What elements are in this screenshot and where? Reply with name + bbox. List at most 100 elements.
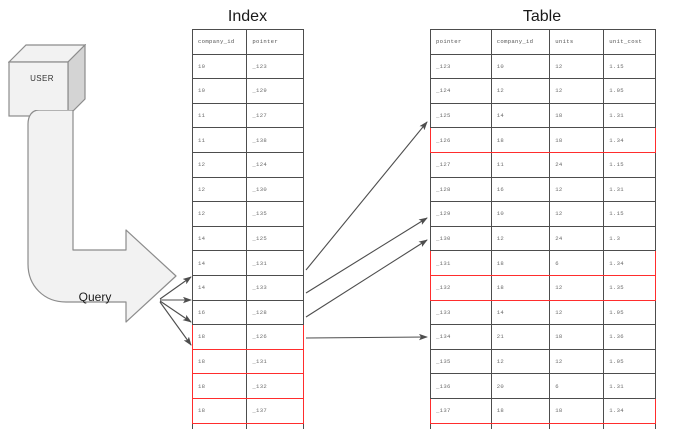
index-title: Index [227,8,268,25]
index-table-row: 12_124 [191,151,304,178]
index-table-row: 18_131 [191,348,304,375]
data-table-cell-unit_cost: 1.36 [603,324,656,350]
data-table-cell-pointer: _124 [430,78,492,104]
index-table-cell-company_id: 18 [191,348,248,375]
index-table-cell-company_id: 18 [191,397,248,424]
index-table-cell-company_id: 11 [191,127,248,153]
query-label: Query [78,290,112,304]
data-table-cell-pointer: _123 [430,53,492,80]
data-table-cell-company_id: 20 [490,373,551,399]
index-table-cell-company_id: 11 [191,102,248,129]
index-table-cell-pointer: _127 [246,102,304,129]
data-table-cell-company_id: 21 [490,324,551,350]
data-table-cell-unit_cost: 1.31 [603,102,656,129]
data-table-header-pointer: pointer [430,29,492,55]
data-table-cell-pointer: _137 [430,397,492,424]
index-table-row: 12_135 [191,201,304,227]
data-table-cell-company_id: 12 [490,348,551,375]
data-table-cell-units: 24 [549,225,605,252]
data-table-cell-units: 18 [549,397,605,424]
index-table-cell-pointer: _133 [246,274,304,301]
index-table-row: 10_129 [191,78,304,104]
index-table-cell-pointer: _131 [246,250,304,276]
query-arrow-shape [27,110,177,323]
index-table-cell-company_id: 12 [191,176,248,203]
data-table-cell-units: 6 [549,250,605,276]
data-table-cell-unit_cost: 1.31 [603,373,656,399]
index-table-cell-company_id: 12 [191,151,248,178]
user-label: USER [30,74,54,83]
data-table-cell-unit_cost: 1.15 [603,53,656,80]
data-table-cell-units: 6 [549,373,605,399]
data-table-cell-unit_cost: 1.3 [603,225,656,252]
data-table-cell-pointer: _125 [430,102,492,129]
data-table-header-company_id: company_id [490,29,551,55]
data-table-cell-company_id: 10 [490,201,551,227]
index-table-cell-company_id: 18 [191,373,248,399]
index-table-header-pointer: pointer [246,29,304,55]
data-table-cell-pointer: _135 [430,348,492,375]
index-table-row: 18_132 [191,373,304,399]
index-table-cell-company_id: 12 [191,201,248,227]
index-table-cell-company_id: 10 [191,78,248,104]
data-table-cell-units: 12 [549,176,605,203]
data-table-row: _13811241.15 [430,422,656,429]
data-table-cell-units: 18 [549,102,605,129]
data-table-cell-units: 24 [549,422,605,429]
index-table-cell-company_id: 14 [191,225,248,252]
data-table-cell-unit_cost: 1.05 [603,78,656,104]
data-table-cell-units: 12 [549,78,605,104]
index-table-row: 14_131 [191,250,304,276]
index-table-cell-company_id: 20 [191,422,248,429]
index-table-row: 20_136 [191,422,304,429]
data-table-cell-company_id: 18 [490,274,551,301]
data-table-cell-pointer: _129 [430,201,492,227]
index-table-row: 14_125 [191,225,304,252]
data-table-cell-pointer: _133 [430,299,492,326]
data-table-cell-company_id: 12 [490,78,551,104]
data-table-cell-pointer: _134 [430,324,492,350]
index-table-cell-pointer: _132 [246,373,304,399]
index-table-cell-pointer: _137 [246,397,304,424]
index-table-cell-company_id: 14 [191,274,248,301]
data-table-cell-units: 12 [549,53,605,80]
data-table-cell-company_id: 18 [490,127,551,153]
index-table-row: 18_126 [191,324,304,350]
data-table-cell-unit_cost: 1.05 [603,348,656,375]
index-table-row: 14_133 [191,274,304,301]
index-table-cell-company_id: 18 [191,324,248,350]
index-table-cell-company_id: 16 [191,299,248,326]
index-table-cell-company_id: 14 [191,250,248,276]
index-table-cell-pointer: _131 [246,348,304,375]
data-table-cell-pointer: _128 [430,176,492,203]
data-table-cell-pointer: _132 [430,274,492,301]
data-table-cell-unit_cost: 1.35 [603,274,656,301]
index-table-cell-pointer: _125 [246,225,304,252]
index-table-header-company_id: company_id [191,29,248,55]
data-table-header-units: units [549,29,605,55]
data-table-cell-company_id: 14 [490,102,551,129]
index-table-row: 11_138 [191,127,304,153]
index-table-cell-pointer: _123 [246,53,304,80]
table-title: Table [522,8,562,25]
index-table-cell-company_id: 10 [191,53,248,80]
data-table-cell-pointer: _131 [430,250,492,276]
index-table-cell-pointer: _136 [246,422,304,429]
data-table-cell-company_id: 10 [490,53,551,80]
data-table-cell-units: 12 [549,201,605,227]
